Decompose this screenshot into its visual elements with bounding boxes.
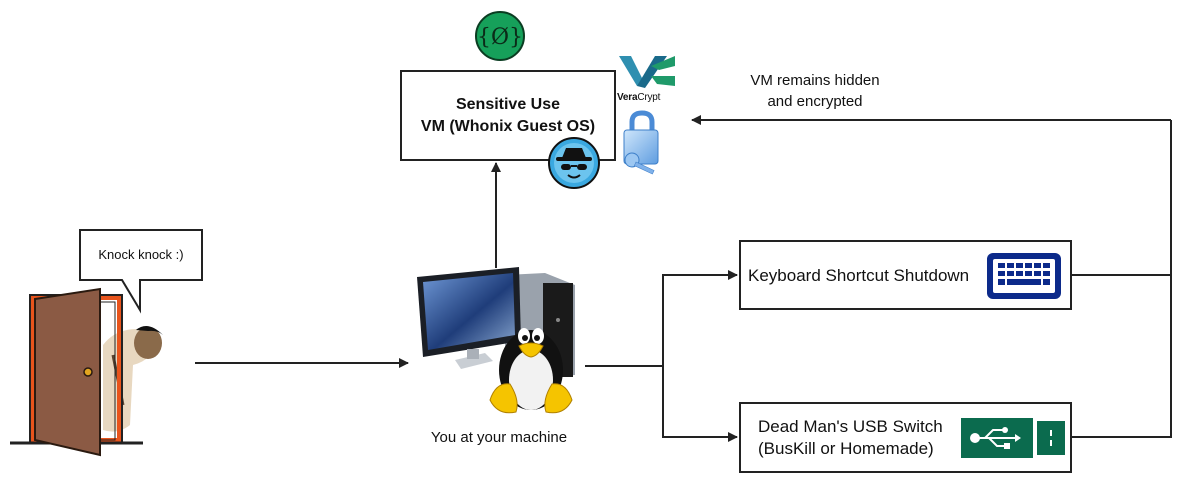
- speech-bubble-text: Knock knock :): [98, 247, 184, 262]
- veracrypt-brand-regular: Crypt: [637, 92, 661, 103]
- dead-mans-usb-box: Dead Man's USB Switch (BusKill or Homema…: [739, 402, 1072, 473]
- speech-bubble: [79, 229, 203, 314]
- usb-switch-line1: Dead Man's USB Switch: [758, 417, 943, 436]
- vm-annotation: VM remains hidden and encrypted: [730, 70, 900, 112]
- keyboard-icon: [987, 253, 1061, 299]
- arrow-split-to-keyboard: [662, 270, 738, 366]
- vm-annotation-line1: VM remains hidden: [750, 72, 880, 89]
- incognito-icon: [548, 137, 600, 189]
- anonymity-logo-icon: {Ø}: [475, 11, 525, 61]
- keyboard-shortcut-box: Keyboard Shortcut Shutdown: [739, 240, 1072, 310]
- usb-icon: [961, 418, 1033, 458]
- machine-label: You at your machine: [430, 429, 568, 446]
- door-icon: [10, 287, 163, 457]
- veracrypt-brand-bold: Vera: [617, 92, 638, 103]
- vm-title-line1: Sensitive Use: [455, 95, 561, 113]
- veracrypt-logo: VeraCrypt: [617, 54, 679, 104]
- person-peeking-icon: [103, 326, 163, 432]
- line-usb-to-return: [1072, 120, 1172, 438]
- veracrypt-mark-icon: [619, 56, 675, 88]
- keyboard-shortcut-label: Keyboard Shortcut Shutdown: [748, 266, 970, 285]
- vm-annotation-line2: and encrypted: [767, 93, 863, 110]
- tux-penguin-icon: [489, 328, 573, 414]
- arrow-split-to-usb: [662, 366, 738, 442]
- usb-switch-line2: (BusKill or Homemade): [758, 439, 934, 458]
- usb-plug-icon: [1037, 421, 1065, 455]
- vm-title-line2: VM (Whonix Guest OS): [420, 117, 596, 135]
- logo-glyph: {Ø}: [477, 25, 523, 50]
- padlock-key-icon: [623, 110, 659, 175]
- usb-switch-label: Dead Man's USB Switch (BusKill or Homema…: [758, 416, 943, 460]
